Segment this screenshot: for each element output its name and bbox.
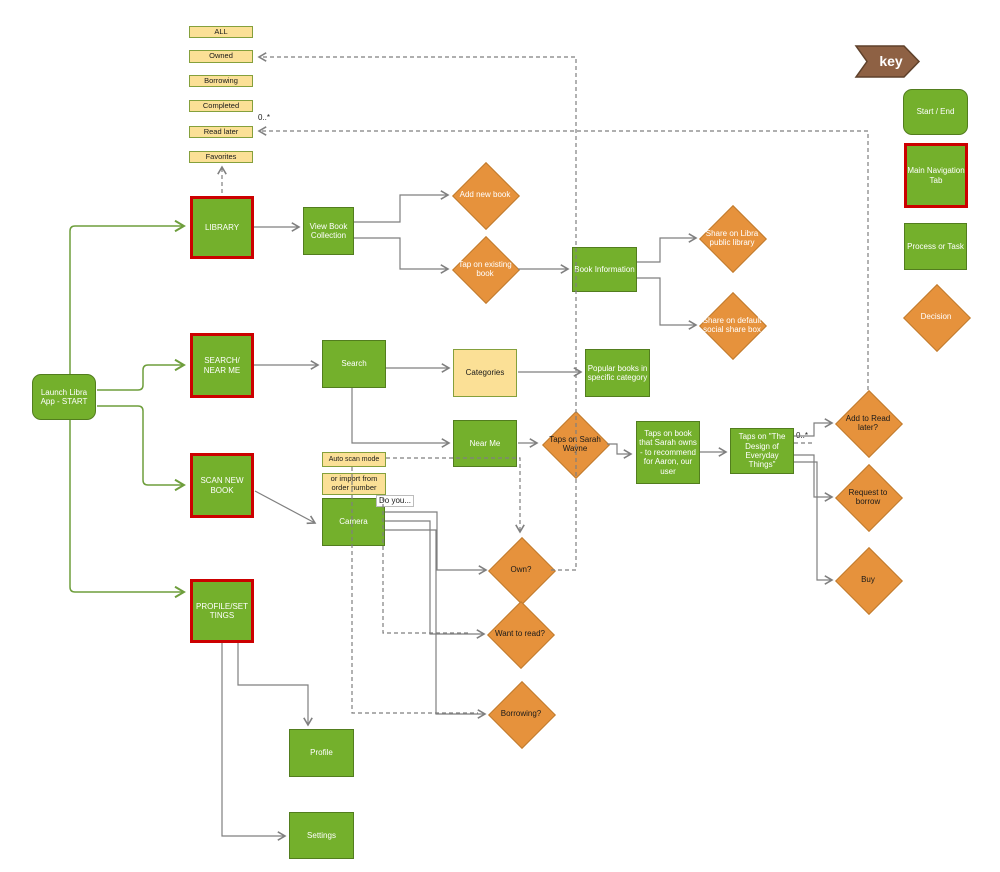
- process-taps-design-everyday-things: Taps on "The Design of Everyday Things": [730, 428, 794, 474]
- decision-add-read-later-label: Add to Read later?: [845, 413, 891, 432]
- filter-completed: Completed: [189, 100, 253, 112]
- filter-all: ALL: [189, 26, 253, 38]
- decision-borrowing-label: Borrowing?: [500, 709, 542, 719]
- filter-favorites: Favorites: [189, 151, 253, 163]
- process-profile: Profile: [289, 729, 354, 777]
- decision-want-to-read-label: Want to read?: [495, 629, 545, 639]
- nav-library: LIBRARY: [190, 196, 254, 259]
- decision-buy-label: Buy: [861, 575, 875, 585]
- key-decision-label: Decision: [920, 312, 952, 322]
- decision-share-social-box-label: Share on default social share box: [702, 315, 762, 334]
- key-process-task: Process or Task: [904, 223, 967, 270]
- decision-own-label: Own?: [510, 565, 532, 575]
- process-taps-on-book: Taps on book that Sarah owns - to recomm…: [636, 421, 700, 484]
- key-title: key: [879, 53, 903, 69]
- do-you-label: Do you...: [376, 495, 415, 507]
- process-search: Search: [322, 340, 386, 388]
- decision-request-borrow-label: Request to borrow: [848, 487, 888, 506]
- process-settings: Settings: [289, 812, 354, 859]
- decision-share-libra-library-label: Share on Libra public library: [705, 228, 759, 247]
- filter-read-later: Read later: [189, 126, 253, 138]
- process-popular-books: Popular books in specific category: [585, 349, 650, 397]
- multiplicity-read-later: 0..*: [258, 113, 271, 122]
- process-view-book-collection: View Book Collection: [303, 207, 354, 255]
- multiplicity-design: 0..*: [796, 431, 809, 440]
- process-book-information: Book Information: [572, 247, 637, 292]
- process-near-me: Near Me: [453, 420, 517, 467]
- filter-borrowing: Borrowing: [189, 75, 253, 87]
- process-categories: Categories: [453, 349, 517, 397]
- decision-tap-existing-book-label: Tap on existing book: [458, 259, 512, 278]
- key-banner-shape: [854, 45, 921, 78]
- filter-owned: Owned: [189, 50, 253, 63]
- note-auto-scan-mode: Auto scan mode: [322, 452, 386, 467]
- decision-add-new-book-label: Add new book: [459, 190, 511, 200]
- start-launch-app: Launch Libra App - START: [32, 374, 96, 420]
- key-start-end: Start / End: [903, 89, 968, 135]
- decision-taps-sarah-wayne-label: Taps on Sarah Wayne: [549, 434, 601, 453]
- nav-scan-new-book: SCAN NEW BOOK: [190, 453, 254, 518]
- note-import-order-number: or import from order number: [322, 473, 386, 495]
- key-main-navigation-tab: Main Navigation Tab: [904, 143, 968, 208]
- nav-profile-settings: PROFILE/SET TINGS: [190, 579, 254, 643]
- nav-search-near-me: SEARCH/ NEAR ME: [190, 333, 254, 398]
